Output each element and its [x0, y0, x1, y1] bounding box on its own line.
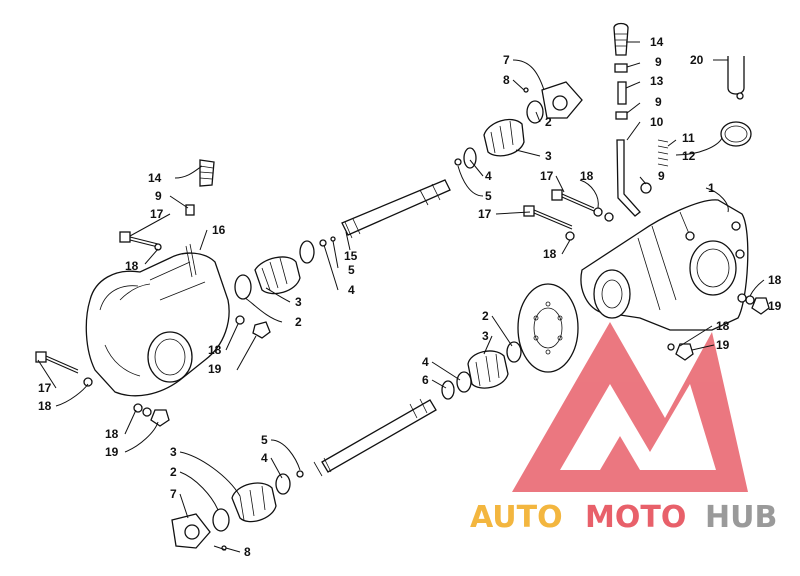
- lower-left-boot-set: [171, 470, 304, 551]
- callout-9-mid: 9: [655, 95, 662, 109]
- callout-9-left: 9: [155, 189, 162, 203]
- center-nut: [235, 315, 271, 339]
- right-gearcase: [580, 199, 749, 331]
- watermark-logo-inner: [600, 436, 640, 470]
- callout-19-far-right: 19: [768, 299, 782, 313]
- left-housing: [85, 243, 230, 397]
- watermark-brand: AUTO MOTO HUB: [470, 500, 777, 535]
- callout-8-top: 8: [503, 73, 510, 87]
- lower-axle: [313, 398, 437, 477]
- brand-part-moto: MOTO: [585, 500, 686, 535]
- callout-17-left-top: 17: [150, 207, 164, 221]
- left-bolt-17-top: [119, 231, 162, 251]
- callout-2-mid: 2: [295, 315, 302, 329]
- upper-right-boot-set: [454, 81, 583, 169]
- callout-3-mid: 3: [295, 295, 302, 309]
- callout-20: 20: [690, 53, 704, 67]
- callout-labels: 14 9 13 9 10 11 12 20 7 8 2 3 4 5 17 18 …: [38, 35, 782, 559]
- right-bolts: [523, 189, 770, 361]
- callout-3-top: 3: [545, 149, 552, 163]
- callout-4-top: 4: [485, 169, 492, 183]
- callout-8-bottom: 8: [244, 545, 251, 559]
- callout-17-left: 17: [38, 381, 52, 395]
- callout-9-right: 9: [658, 169, 665, 183]
- upper-axle: [341, 179, 451, 239]
- left-breather: [185, 159, 215, 216]
- callout-5-low: 5: [261, 433, 268, 447]
- left-nut-19: [133, 403, 170, 427]
- callout-10: 10: [650, 115, 664, 129]
- callout-7-bottom: 7: [170, 487, 177, 501]
- callout-1: 1: [708, 181, 715, 195]
- callout-18-right-top: 18: [580, 169, 594, 183]
- callout-11: 11: [682, 131, 695, 145]
- callout-14-left: 14: [148, 171, 162, 185]
- callout-3-bottom: 3: [170, 445, 177, 459]
- callout-2-bottom: 2: [170, 465, 177, 479]
- callout-4-low: 4: [422, 355, 429, 369]
- callout-13: 13: [650, 74, 664, 88]
- callout-18-left-top: 18: [125, 259, 139, 273]
- callout-14-top: 14: [650, 35, 664, 49]
- callout-2-low: 2: [482, 309, 489, 323]
- upper-left-boot-set: [234, 236, 336, 300]
- callout-16: 16: [212, 223, 226, 237]
- brand-part-hub: HUB: [705, 500, 777, 535]
- callout-18-center: 18: [208, 343, 222, 357]
- callout-19-center: 19: [208, 362, 222, 376]
- callout-7-top: 7: [503, 53, 510, 67]
- callout-9-top: 9: [655, 55, 662, 69]
- callout-18-right-low: 18: [716, 319, 730, 333]
- callout-17-right2: 17: [478, 207, 492, 221]
- callout-19-right-low: 19: [716, 338, 730, 352]
- left-bolt-17: [35, 351, 93, 387]
- brake-disc: [517, 283, 579, 373]
- watermark-logo: [512, 322, 748, 492]
- callout-3-low: 3: [482, 329, 489, 343]
- callout-19-left-low: 19: [105, 445, 119, 459]
- callout-18-right-mid: 18: [543, 247, 557, 261]
- spring-and-clip: [657, 121, 752, 167]
- callout-18-far-right: 18: [768, 273, 782, 287]
- callout-18-left: 18: [38, 399, 52, 413]
- callout-18-left-low: 18: [105, 427, 119, 441]
- callout-6: 6: [422, 373, 429, 387]
- callout-12: 12: [682, 149, 696, 163]
- callout-4-low2: 4: [261, 451, 268, 465]
- callout-2-top: 2: [545, 115, 552, 129]
- callout-15: 15: [344, 249, 358, 263]
- lower-right-boot-set: [441, 341, 522, 400]
- brand-part-auto: AUTO: [470, 500, 563, 535]
- vent-assembly: [613, 22, 652, 217]
- watermark-logo-mark: [512, 322, 748, 492]
- u-clip: [727, 56, 745, 100]
- leader-lines: [37, 41, 765, 553]
- callout-5-top: 5: [485, 189, 492, 203]
- callout-5-mid: 5: [348, 263, 355, 277]
- callout-17-right: 17: [540, 169, 554, 183]
- callout-4-mid: 4: [348, 283, 355, 297]
